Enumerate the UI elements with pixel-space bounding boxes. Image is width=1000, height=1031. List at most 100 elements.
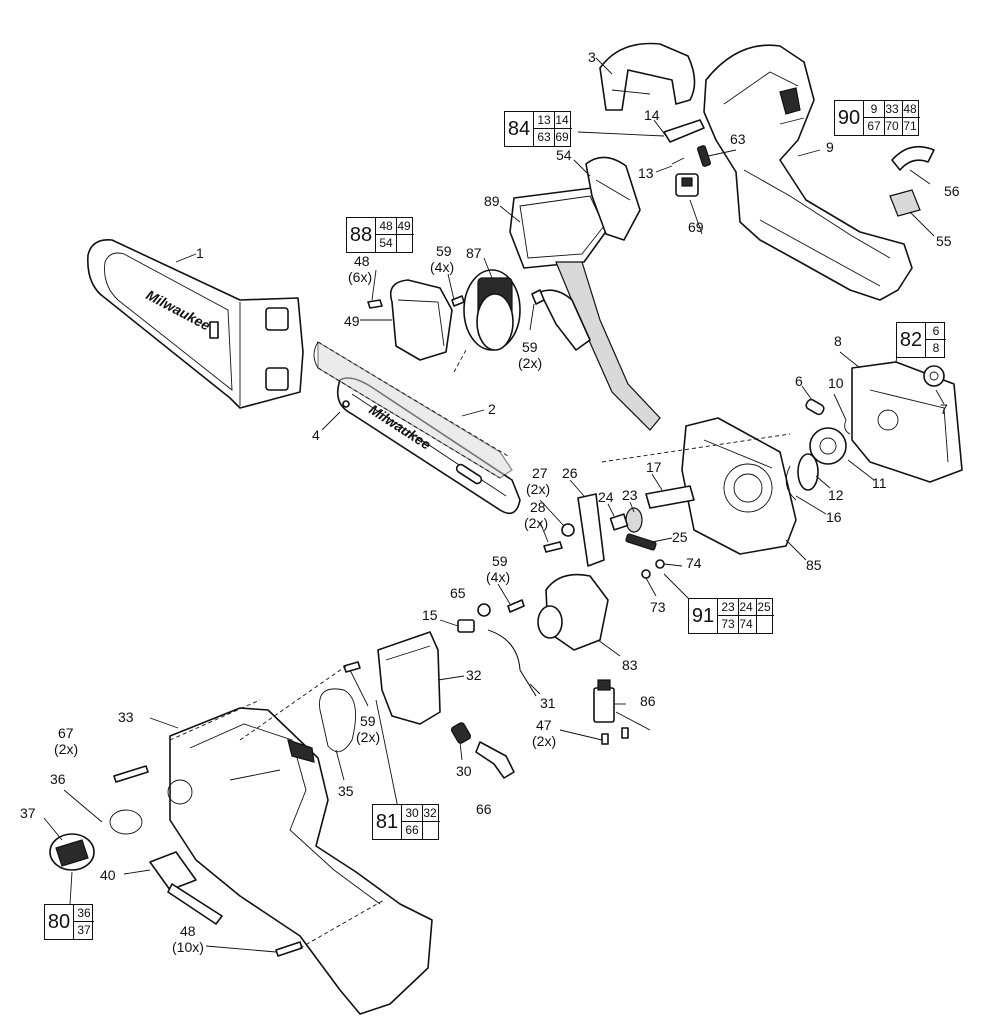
callout-13: 13	[638, 165, 654, 181]
kit-81-cell: 66	[402, 822, 423, 839]
part-25-worm	[625, 533, 657, 551]
callout-30: 30	[456, 763, 472, 779]
callout-27: 27	[532, 465, 548, 481]
callout-40: 40	[100, 867, 116, 883]
kit-90-cell: 70	[882, 118, 903, 135]
kit-90-number: 90	[837, 107, 861, 129]
kit-80-cell: 37	[77, 923, 91, 937]
callout-10: 10	[828, 375, 844, 391]
callout-47: 47	[536, 717, 552, 733]
part-26-tensioner-plate	[577, 493, 605, 567]
kit-84-box: 84 13 14 63 69	[504, 111, 572, 147]
kit-81-cell	[420, 822, 440, 839]
part-12-washer	[797, 453, 819, 491]
callout-49: 49	[344, 313, 360, 329]
callout-65: 65	[450, 585, 466, 601]
part-31-oil-line	[487, 629, 537, 697]
leader-lines	[43, 57, 945, 953]
kit-88-box: 88 48 49 54	[346, 217, 414, 253]
kit-91-box: 91 23 24 25 73 74	[688, 598, 774, 634]
kit-88-number: 88	[349, 224, 373, 246]
part-63-spring	[697, 145, 711, 167]
callout-87: 87	[466, 245, 482, 261]
part-3-handle-trigger	[599, 42, 696, 111]
part-1-bar-cover: Milwaukee	[87, 238, 304, 409]
callout-7: 7	[940, 401, 948, 417]
part-85-gear-housing	[681, 417, 797, 555]
callout-67-qty: (2x)	[54, 741, 78, 757]
callout-69: 69	[688, 219, 704, 235]
part-59-screw-pump	[507, 599, 525, 613]
kit-88-cell: 54	[376, 235, 397, 252]
part-48-screw-bottom	[275, 941, 303, 957]
callout-74: 74	[686, 555, 702, 571]
callout-28-qty: (2x)	[524, 515, 548, 531]
kit-91-cell	[754, 616, 774, 633]
callout-32: 32	[466, 667, 482, 683]
callout-59-c-qty: (4x)	[486, 569, 510, 585]
part-69-switch	[675, 173, 699, 197]
callout-27-qty: (2x)	[526, 481, 550, 497]
callout-48-top-qty: (6x)	[348, 269, 372, 285]
kit-91-cell: 74	[736, 616, 757, 633]
part-33-main-housing	[167, 707, 433, 1015]
callout-56: 56	[944, 183, 960, 199]
callout-28: 28	[530, 499, 546, 515]
kit-81-cell: 30	[402, 805, 423, 822]
kit-82-cell: 8	[932, 341, 940, 355]
kit-82-cell: 6	[926, 323, 946, 340]
callout-66: 66	[476, 801, 492, 817]
callout-2: 2	[488, 401, 496, 417]
kit-80-box: 80 36 37	[44, 904, 94, 940]
callout-23: 23	[622, 487, 638, 503]
part-59-screw-cover	[343, 661, 361, 673]
part-89-electronics-board	[509, 187, 661, 431]
part-30-filter	[450, 722, 472, 744]
kit-82-box: 82 6 8	[896, 322, 946, 358]
kit-91-number: 91	[691, 605, 715, 627]
callout-31: 31	[540, 695, 556, 711]
kit-81-cell: 32	[420, 805, 440, 822]
callout-4: 4	[312, 427, 320, 443]
part-65-washer	[477, 603, 491, 617]
callout-11: 11	[872, 475, 887, 491]
kit-81-number: 81	[375, 811, 399, 833]
callout-73: 73	[650, 599, 666, 615]
part-32-oil-tank-cover	[377, 631, 441, 725]
part-24-block	[609, 513, 629, 531]
part-15-fitting	[457, 619, 475, 633]
part-11-sprocket	[809, 427, 847, 465]
part-87-motor	[463, 269, 521, 351]
callout-59-a: 59	[436, 243, 452, 259]
callout-26: 26	[562, 465, 578, 481]
callout-12: 12	[828, 487, 844, 503]
kit-91-cell: 24	[736, 599, 757, 616]
part-9-handle-housing	[703, 44, 913, 301]
callout-59-c: 59	[492, 553, 508, 569]
part-27-washer	[561, 523, 575, 537]
part-55-latch	[889, 189, 921, 217]
callout-6: 6	[795, 373, 803, 389]
part-28-screw	[543, 541, 563, 553]
kit-88-cell: 48	[376, 218, 397, 235]
callout-47-qty: (2x)	[532, 733, 556, 749]
kit-84-number: 84	[507, 118, 531, 140]
part-16-retaining-ring	[785, 465, 797, 501]
kit-90-cell: 67	[864, 118, 885, 135]
callout-37: 37	[20, 805, 36, 821]
callout-63: 63	[730, 131, 746, 147]
callout-48-bottom: 48	[180, 923, 196, 939]
part-40-bar-wrench	[149, 851, 223, 925]
callout-3: 3	[588, 49, 596, 65]
part-73-screw	[641, 569, 651, 579]
callout-33: 33	[118, 709, 134, 725]
kit-84-cell: 13	[534, 112, 555, 129]
part-48-screw-top	[367, 299, 383, 309]
kit-91-cell: 25	[754, 599, 774, 616]
part-66-elbow	[475, 741, 515, 779]
callout-8: 8	[834, 333, 842, 349]
callout-48-bottom-qty: (10x)	[172, 939, 204, 955]
callout-36: 36	[50, 771, 66, 787]
kit-90-cell: 9	[864, 101, 885, 118]
kit-91-cell: 73	[718, 616, 739, 633]
